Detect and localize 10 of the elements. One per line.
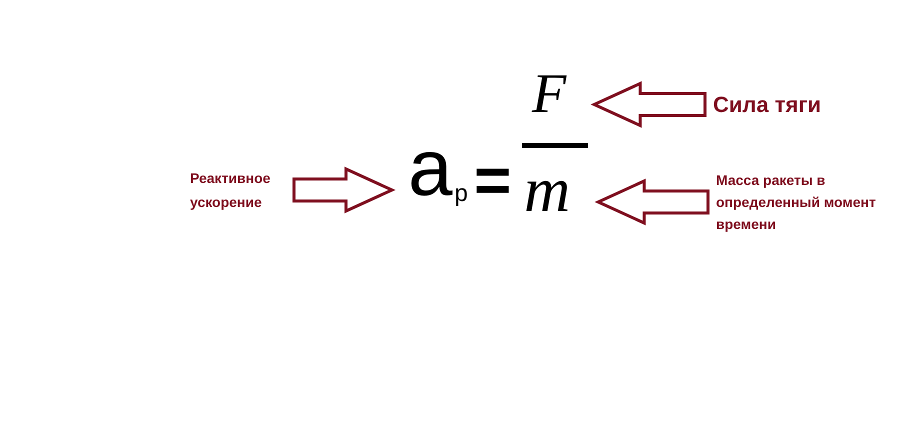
annotation-text: Масса ракеты в определенный момент времени xyxy=(716,169,876,235)
block-arrow xyxy=(590,81,706,128)
annotation-text: Сила тяги xyxy=(713,88,822,121)
block-arrow xyxy=(292,166,396,214)
annotation-text: Реактивное ускорение xyxy=(190,166,290,214)
formula-symbol: a$_{p}$ xyxy=(408,128,468,208)
block-arrow xyxy=(594,178,710,226)
formula-denominator: m xyxy=(524,158,570,222)
formula-numerator: F xyxy=(532,64,566,124)
equals-sign: = xyxy=(474,148,512,212)
